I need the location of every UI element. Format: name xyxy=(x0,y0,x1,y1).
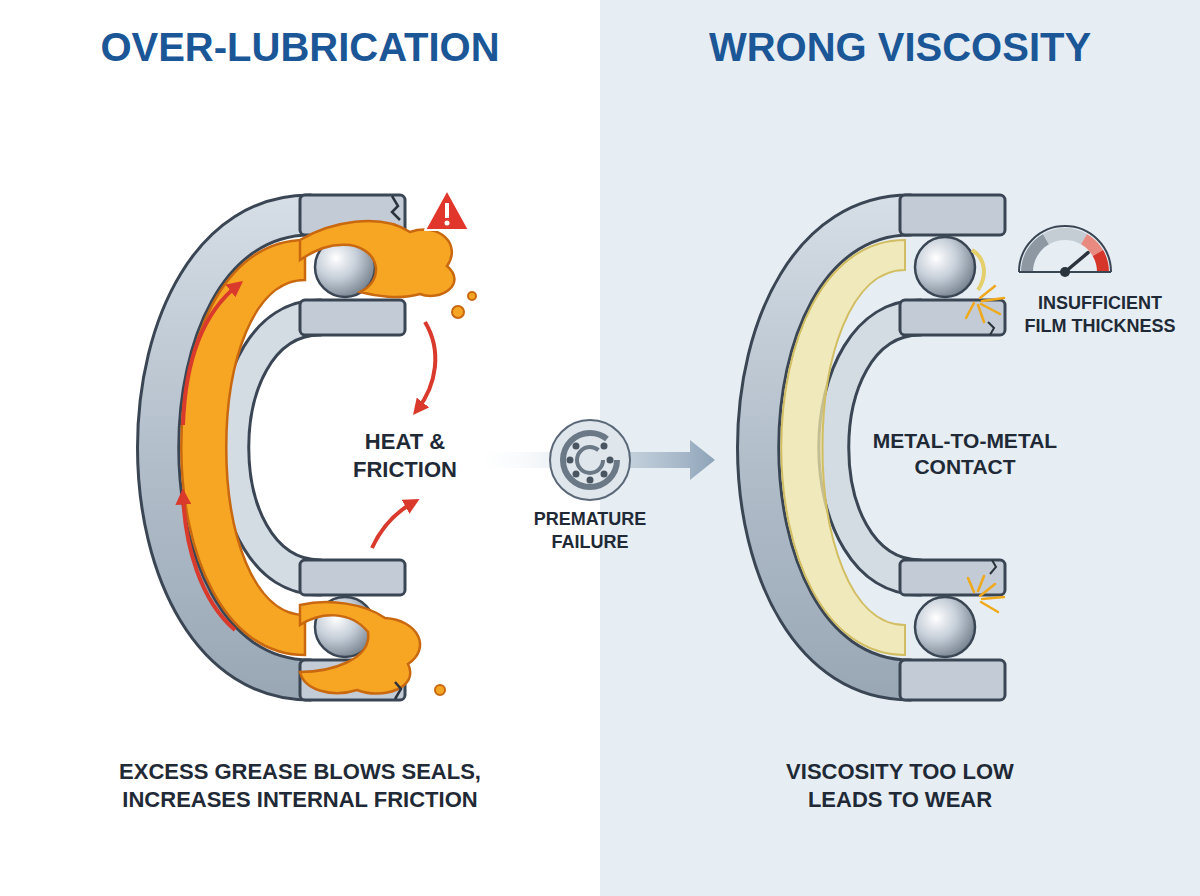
panel-caption: VISCOSITY TOO LOW LEADS TO WEAR xyxy=(750,758,1050,813)
overlubricated-bearing xyxy=(138,195,477,700)
effect-label: METAL-TO-METAL CONTACT xyxy=(863,428,1068,481)
failure-arrow xyxy=(480,420,715,500)
warning-icon xyxy=(425,190,469,230)
left-ground xyxy=(0,0,600,896)
effect-label: HEAT & FRICTION xyxy=(335,428,475,483)
panel-band: OVER-LUBRICATION EXCESS GREASE BLOWS SEAL… xyxy=(0,0,600,896)
panel-caption: EXCESS GREASE BLOWS SEALS, INCREASES INT… xyxy=(80,758,520,813)
viscosity-gauge xyxy=(1019,226,1111,277)
panel-heading: WRONG VISCOSITY xyxy=(610,22,1190,72)
transition-label: PREMATURE FAILURE xyxy=(520,508,660,553)
gauge-label: INSUFFICIENT FILM THICKNESS xyxy=(1016,292,1184,337)
panel-heading: OVER-LUBRICATION xyxy=(10,22,590,72)
